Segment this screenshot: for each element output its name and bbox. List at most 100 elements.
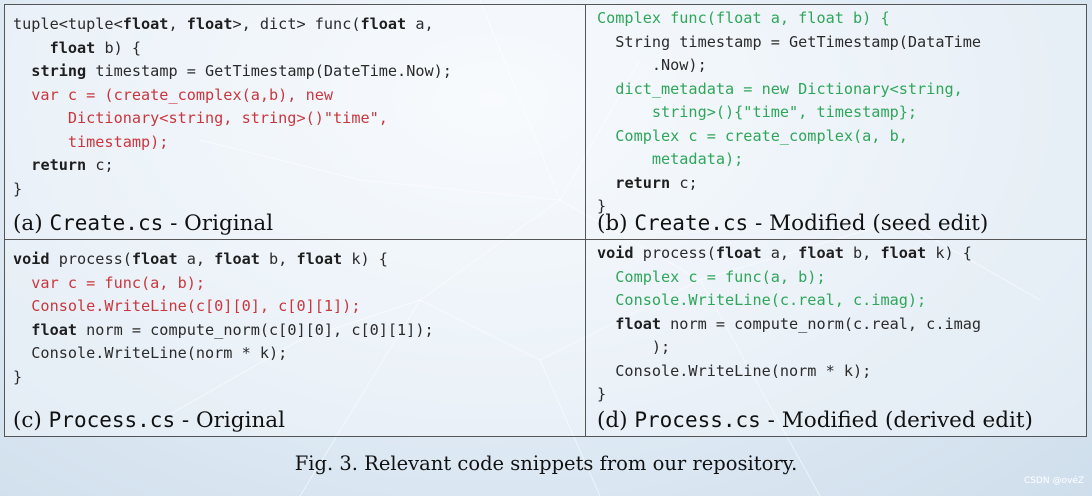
code-line: } (13, 366, 579, 390)
code-token: b, (843, 244, 881, 262)
code-token: string>(){"time", timestamp}; (597, 103, 918, 121)
code-token (13, 321, 31, 339)
code-token: void (13, 250, 50, 268)
code-figure: tuple<tuple<float, float>, dict> func(fl… (4, 4, 1087, 437)
code-line: string timestamp = GetTimestamp(DateTime… (13, 60, 579, 84)
caption-suffix: - Modified (seed edit) (748, 211, 989, 236)
code-line: Complex c = func(a, b); (597, 266, 1080, 290)
code-token: return (615, 173, 671, 192)
watermark: CSDN @ovéZ (1023, 476, 1084, 486)
code-token: b) { (95, 38, 142, 57)
caption-prefix: (d) (597, 408, 635, 433)
code-line: } (13, 178, 579, 202)
code-token: k) { (926, 244, 972, 262)
code-token: float (798, 244, 844, 262)
code-line: float b) { (13, 37, 579, 61)
code-token: dict_metadata = new Dictionary<string, (597, 79, 963, 98)
code-token: String timestamp = GetTimestamp(DataTime (597, 32, 982, 51)
code-snippet: void process( float a, float b, float k) … (597, 242, 1080, 407)
code-line: metadata); (597, 148, 1080, 172)
code-token: } (13, 179, 23, 198)
code-token (13, 62, 31, 80)
code-token: float (880, 244, 927, 262)
code-token: float (615, 314, 662, 333)
code-token: string (31, 62, 87, 80)
code-token: Dictionary<string, string>()"time", (13, 109, 388, 127)
code-token: a, (761, 244, 799, 262)
code-token: process( (49, 250, 132, 268)
code-token (597, 174, 615, 192)
code-token: norm = compute_norm(c[0][0], c[0][1]); (77, 320, 434, 339)
caption-filename: Process.cs (48, 408, 176, 432)
code-token: Complex c = func(a, b); (597, 267, 826, 286)
code-token: float (214, 250, 260, 268)
caption-suffix: - Original (175, 408, 285, 433)
code-token: Console.WriteLine(norm * k); (597, 361, 872, 380)
code-token: float (122, 15, 169, 33)
code-token: timestamp = GetTimestamp(DateTime.Now); (86, 62, 452, 80)
code-line: } (597, 195, 1080, 219)
code-token: } (597, 197, 607, 215)
code-line: string>(){"time", timestamp}; (597, 101, 1080, 125)
code-token: return (31, 156, 87, 174)
code-token: } (597, 385, 607, 403)
code-token: Complex c = create_complex(a, b, (597, 126, 908, 145)
code-token: metadata); (597, 150, 744, 168)
code-token: norm = compute_norm(c.real, c.imag (661, 314, 982, 333)
code-token: float (131, 250, 178, 268)
panel-caption: (d) Process.cs - Modified (derived edit) (597, 408, 1033, 433)
code-token: var c = (create_complex(a,b), new (13, 85, 334, 104)
caption-filename: Create.cs (49, 211, 164, 235)
code-token: process( (633, 244, 716, 262)
code-snippet: tuple<tuple<float, float>, dict> func(fl… (13, 13, 579, 201)
code-line: Console.WriteLine(norm * k); (13, 342, 579, 366)
panel-process-modified: void process( float a, float b, float k) … (586, 240, 1086, 436)
code-token (13, 156, 31, 174)
code-line: var c = (create_complex(a,b), new (13, 84, 579, 108)
code-line: float norm = compute_norm(c.real, c.imag (597, 313, 1080, 337)
panel-create-modified: Complex func(float a, float b) { String … (586, 5, 1086, 240)
code-token: float (360, 15, 407, 33)
code-token: var c = func(a, b); (13, 273, 206, 292)
caption-filename: Create.cs (634, 211, 749, 235)
code-token: float (31, 320, 78, 339)
code-line: Dictionary<string, string>()"time", (13, 107, 579, 131)
code-snippet: Complex func(float a, float b) { String … (597, 7, 1080, 219)
code-line: void process(float a, float b, float k) … (597, 242, 1080, 266)
code-token: c; (86, 156, 114, 174)
code-line: return c; (13, 154, 579, 178)
code-line: .Now); (597, 54, 1080, 78)
panel-caption: (c) Process.cs - Original (13, 408, 285, 433)
code-token: float (186, 15, 233, 33)
code-token: b, (259, 250, 297, 268)
code-token: Console.WriteLine(c[0][0], c[0][1]); (13, 297, 361, 315)
code-token (13, 39, 50, 57)
code-line: Complex func(float a, float b) { (597, 7, 1080, 31)
code-token: .Now); (597, 56, 707, 74)
code-line: ); (597, 336, 1080, 360)
code-token: k) { (342, 250, 388, 268)
code-token: void (597, 244, 634, 262)
code-token: , (168, 15, 187, 33)
code-line: return c; (597, 172, 1080, 196)
caption-prefix: (b) (597, 211, 635, 236)
code-line: } (597, 383, 1080, 407)
code-line: timestamp); (13, 131, 579, 155)
code-token: } (13, 367, 23, 386)
code-token: float (49, 38, 96, 57)
code-token: >, dict> func( (232, 15, 361, 33)
code-line: String timestamp = GetTimestamp(DataTime (597, 31, 1080, 55)
code-token: a, (406, 15, 434, 33)
panel-process-original: void process(float a, float b, float k) … (5, 240, 586, 436)
caption-suffix: - Original (163, 211, 274, 236)
code-line: float norm = compute_norm(c[0][0], c[0][… (13, 319, 579, 343)
code-line: Console.WriteLine(norm * k); (597, 360, 1080, 384)
caption-filename: Process.cs (634, 408, 761, 432)
code-line: var c = func(a, b); (13, 272, 579, 296)
code-token: Console.WriteLine(c.real, c.imag); (597, 291, 927, 309)
code-line: Console.WriteLine(c.real, c.imag); (597, 289, 1080, 313)
caption-suffix: - Modified (derived edit) (760, 408, 1033, 433)
code-line: void process(float a, float b, float k) … (13, 248, 579, 272)
code-line: Console.WriteLine(c[0][0], c[0][1]); (13, 295, 579, 319)
